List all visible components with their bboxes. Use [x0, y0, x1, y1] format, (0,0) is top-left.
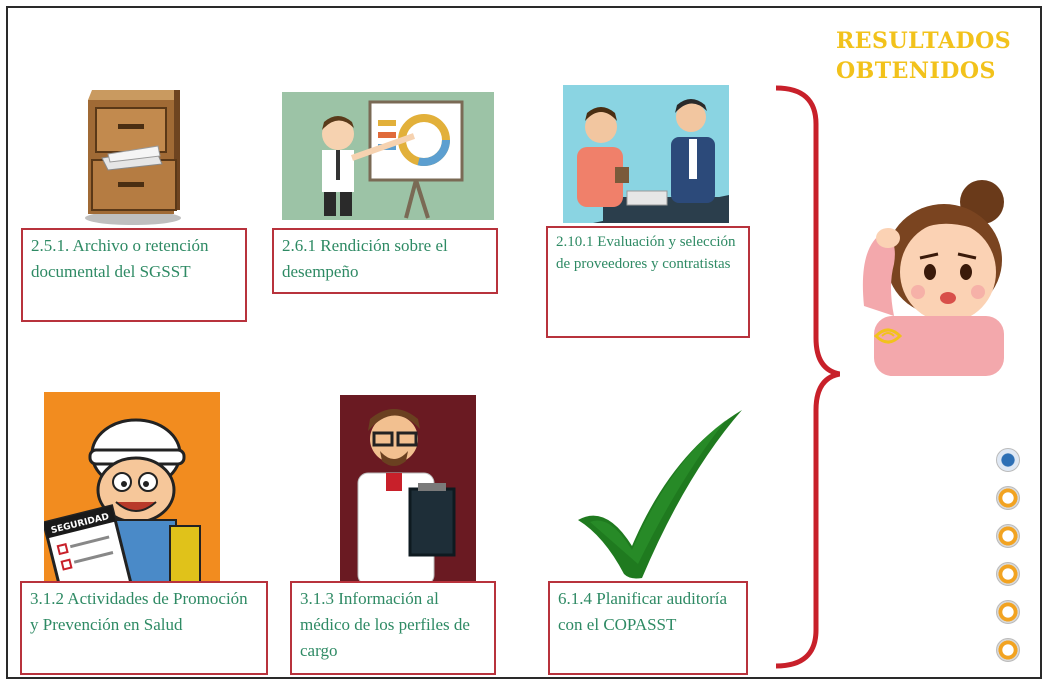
- file-cabinet-icon: [78, 86, 188, 226]
- item-label-rendicion: 2.6.1 Rendición sobre el desempeño: [282, 236, 448, 281]
- a-badge-icon: [996, 448, 1020, 472]
- presenter-icon: [282, 92, 494, 220]
- item-label-archivo: 2.5.1. Archivo o retención documental de…: [31, 236, 209, 281]
- check-badge-icon: [996, 600, 1020, 624]
- check-badge-icon: [996, 562, 1020, 586]
- item-box-informacion: 3.1.3 Información al médico de los perfi…: [290, 581, 496, 675]
- check-badge-icon: [996, 486, 1020, 510]
- badge-column: [994, 448, 1022, 676]
- item-box-rendicion: 2.6.1 Rendición sobre el desempeño: [272, 228, 498, 294]
- item-box-evaluacion: 2.10.1 Evaluación y selección de proveed…: [546, 226, 750, 338]
- title-line-2: OBTENIDOS: [836, 58, 996, 84]
- curly-brace-icon: [760, 84, 841, 674]
- title-line-1: RESULTADOS: [836, 28, 1012, 54]
- item-label-evaluacion: 2.10.1 Evaluación y selección de proveed…: [556, 234, 736, 272]
- check-badge-icon: [996, 524, 1020, 548]
- check-badge-icon: [996, 638, 1020, 662]
- item-label-actividades: 3.1.2 Actividades de Promoción y Prevenc…: [30, 589, 248, 634]
- item-label-planificar: 6.1.4 Planificar auditoría con el COPASS…: [558, 589, 728, 634]
- item-box-planificar: 6.1.4 Planificar auditoría con el COPASS…: [548, 581, 748, 675]
- safety-worker-icon: SEGURIDAD: [44, 392, 220, 582]
- doctor-icon: [340, 395, 476, 585]
- item-box-actividades: 3.1.2 Actividades de Promoción y Prevenc…: [20, 581, 268, 675]
- worried-woman-icon: [854, 176, 1014, 380]
- item-label-informacion: 3.1.3 Información al médico de los perfi…: [300, 589, 470, 660]
- page-title: RESULTADOS OBTENIDOS: [836, 26, 1036, 86]
- meeting-icon: [563, 85, 729, 223]
- checkmark-icon: [576, 404, 746, 580]
- item-box-archivo: 2.5.1. Archivo o retención documental de…: [21, 228, 247, 322]
